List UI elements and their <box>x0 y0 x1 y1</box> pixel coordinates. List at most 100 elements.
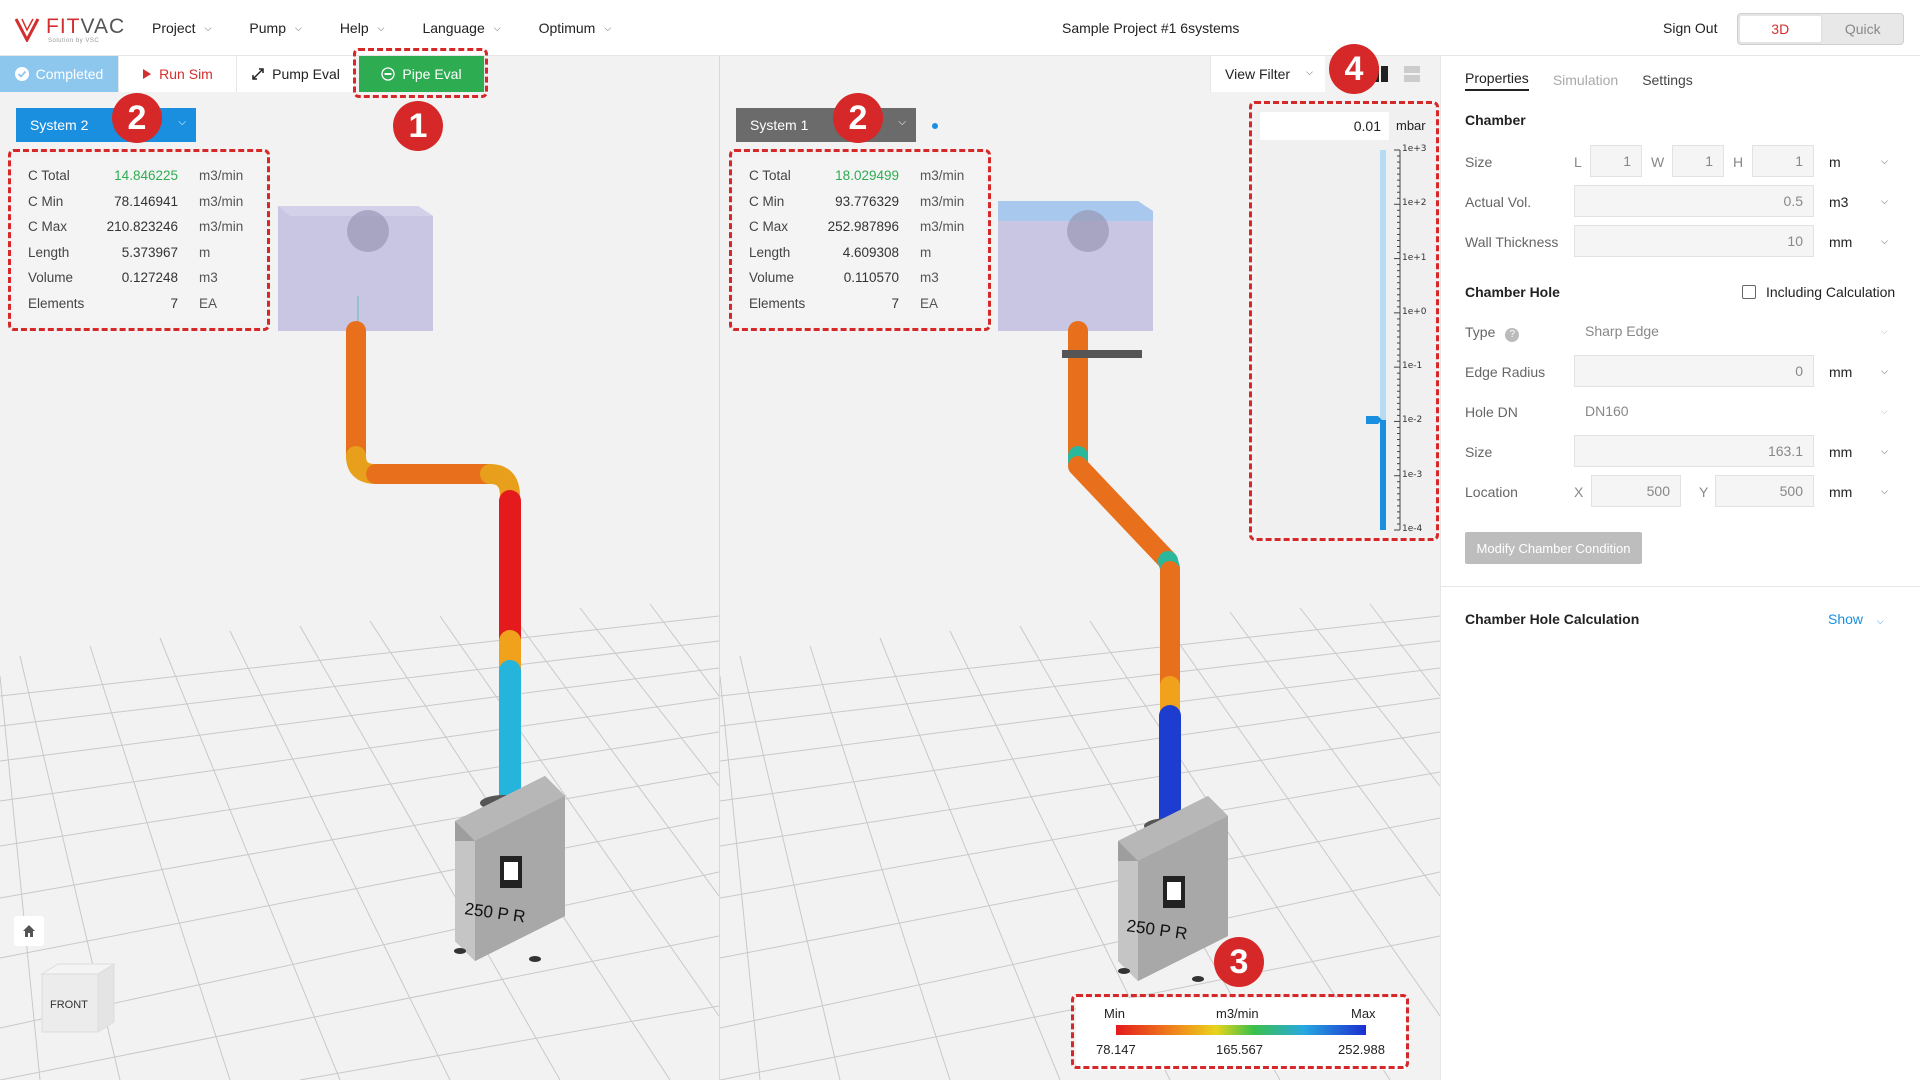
view-mode-toggle: 3D Quick <box>1737 13 1904 45</box>
tab-properties[interactable]: Properties <box>1465 56 1529 104</box>
actual-vol-label: Actual Vol. <box>1465 194 1532 210</box>
edge-radius-field[interactable]: 0 <box>1574 355 1814 387</box>
fitvac-logo[interactable]: FITVAC Solution by VSC <box>14 14 124 44</box>
actual-vol-field[interactable]: 0.5 <box>1574 185 1814 217</box>
chevron-down-icon: ⌵ <box>604 22 612 33</box>
annotation-badge-3: 3 <box>1214 937 1264 987</box>
chevron-down-icon[interactable]: ⌵ <box>1881 156 1888 166</box>
menu-language[interactable]: Language⌵ <box>422 20 501 36</box>
chevron-down-icon: ⌵ <box>1876 616 1884 626</box>
scale-tick-label: 1e+1 <box>1402 252 1427 263</box>
location-y-field[interactable]: 500 <box>1715 475 1814 507</box>
viewport-divider[interactable] <box>719 56 720 1080</box>
completed-status-button[interactable]: Completed <box>0 56 119 92</box>
annotation-badge-1: 1 <box>393 101 443 151</box>
size-w-label: W <box>1651 154 1665 170</box>
scale-tick-label: 1e+2 <box>1402 198 1427 209</box>
chevron-down-icon[interactable]: ⌵ <box>1881 486 1888 496</box>
scale-thumb-icon <box>1366 416 1382 424</box>
chevron-down-icon: ⌵ <box>377 22 385 33</box>
wall-thickness-label: Wall Thickness <box>1465 234 1559 250</box>
menu-help[interactable]: Help⌵ <box>339 20 385 36</box>
actual-vol-unit[interactable]: m3 <box>1829 194 1849 210</box>
chevron-down-icon[interactable]: ⌵ <box>1881 446 1888 456</box>
pipe-eval-button[interactable]: Pipe Eval <box>359 56 485 92</box>
run-sim-button[interactable]: Run Sim <box>119 56 237 92</box>
split-horizontal-layout-icon[interactable] <box>1402 64 1422 84</box>
hole-type-select[interactable]: Sharp Edge <box>1574 315 1894 347</box>
left-pipe-model <box>346 321 521 807</box>
location-label: Location <box>1465 484 1518 500</box>
home-view-button[interactable] <box>14 916 44 946</box>
legend-gradient-bar <box>1116 1025 1366 1035</box>
chevron-down-icon[interactable]: ⌵ <box>1881 196 1888 206</box>
chamber-height-field[interactable]: 1 <box>1752 145 1814 177</box>
size-l-label: L <box>1574 154 1582 170</box>
size-h-label: H <box>1733 154 1744 170</box>
view-filter-dropdown[interactable]: View Filter ⌵ <box>1210 56 1325 92</box>
mode-3d-button[interactable]: 3D <box>1738 14 1823 44</box>
chamber-width-field[interactable]: 1 <box>1672 145 1724 177</box>
hole-dn-select[interactable]: DN160 <box>1574 395 1894 427</box>
right-pump-model: 250 P R <box>1118 796 1228 982</box>
chevron-down-icon: ⌵ <box>898 117 906 128</box>
view-cube[interactable]: FRONT <box>38 962 120 1042</box>
right-system-dropdown[interactable]: System 1 ⌵ <box>736 108 916 142</box>
sign-out-link[interactable]: Sign Out <box>1663 20 1718 36</box>
menu-optimum[interactable]: Optimum⌵ <box>538 20 612 36</box>
pressure-unit-label: mbar <box>1396 118 1426 133</box>
location-y-label: Y <box>1699 484 1709 500</box>
edge-radius-unit[interactable]: mm <box>1829 364 1853 380</box>
logo-v-icon <box>14 18 40 42</box>
location-unit[interactable]: mm <box>1829 484 1853 500</box>
chevron-down-icon: ⌵ <box>493 22 501 33</box>
scale-tick-label: 1e-2 <box>1402 415 1423 426</box>
play-icon <box>142 68 152 80</box>
active-system-indicator <box>932 123 938 129</box>
chevron-down-icon: ⌵ <box>294 22 302 33</box>
left-system-dropdown[interactable]: System 2 ⌵ <box>16 108 196 142</box>
chevron-down-icon: ⌵ <box>204 22 212 33</box>
chevron-down-icon: ⌵ <box>1306 67 1313 77</box>
chamber-length-field[interactable]: 1 <box>1590 145 1642 177</box>
chevron-down-icon[interactable]: ⌵ <box>1881 366 1888 376</box>
tab-settings[interactable]: Settings <box>1642 72 1693 88</box>
location-x-field[interactable]: 500 <box>1591 475 1681 507</box>
hole-dn-label: Hole DN <box>1465 404 1518 420</box>
hole-size-unit[interactable]: mm <box>1829 444 1853 460</box>
right-pipe-model <box>1062 321 1181 832</box>
help-icon[interactable]: ? <box>1505 328 1520 342</box>
pump-eval-button[interactable]: Pump Eval <box>237 56 355 92</box>
location-x-label: X <box>1574 484 1584 500</box>
wall-thickness-unit[interactable]: mm <box>1829 234 1853 250</box>
legend-min-label: Min <box>1104 1006 1125 1021</box>
chamber-size-unit[interactable]: m <box>1829 154 1841 170</box>
hole-size-field[interactable]: 163.1 <box>1574 435 1814 467</box>
legend-min-value: 78.147 <box>1096 1042 1136 1057</box>
color-legend: Min m3/min Max 78.147 165.567 252.988 <box>1076 998 1406 1070</box>
pressure-scale-slider[interactable] <box>1256 108 1436 536</box>
mode-quick-button[interactable]: Quick <box>1844 21 1881 37</box>
menu-project[interactable]: Project⌵ <box>152 20 212 36</box>
menu-pump[interactable]: Pump⌵ <box>249 20 302 36</box>
right-floor-grid: 250 P R <box>720 201 1440 1080</box>
pressure-threshold-input[interactable]: 0.01 <box>1260 112 1389 140</box>
including-calculation-checkbox[interactable] <box>1742 285 1756 299</box>
chevron-down-icon[interactable]: ⌵ <box>1881 236 1888 246</box>
panel-divider <box>1441 586 1920 587</box>
wall-thickness-field[interactable]: 10 <box>1574 225 1814 257</box>
show-hole-calculation-link[interactable]: Show ⌵ <box>1828 611 1884 627</box>
chamber-hole-calculation-title: Chamber Hole Calculation <box>1465 611 1640 627</box>
chamber-section-title: Chamber <box>1465 112 1526 128</box>
modify-chamber-condition-button[interactable]: Modify Chamber Condition <box>1465 532 1642 564</box>
legend-max-label: Max <box>1351 1006 1376 1021</box>
tab-simulation[interactable]: Simulation <box>1552 72 1619 88</box>
